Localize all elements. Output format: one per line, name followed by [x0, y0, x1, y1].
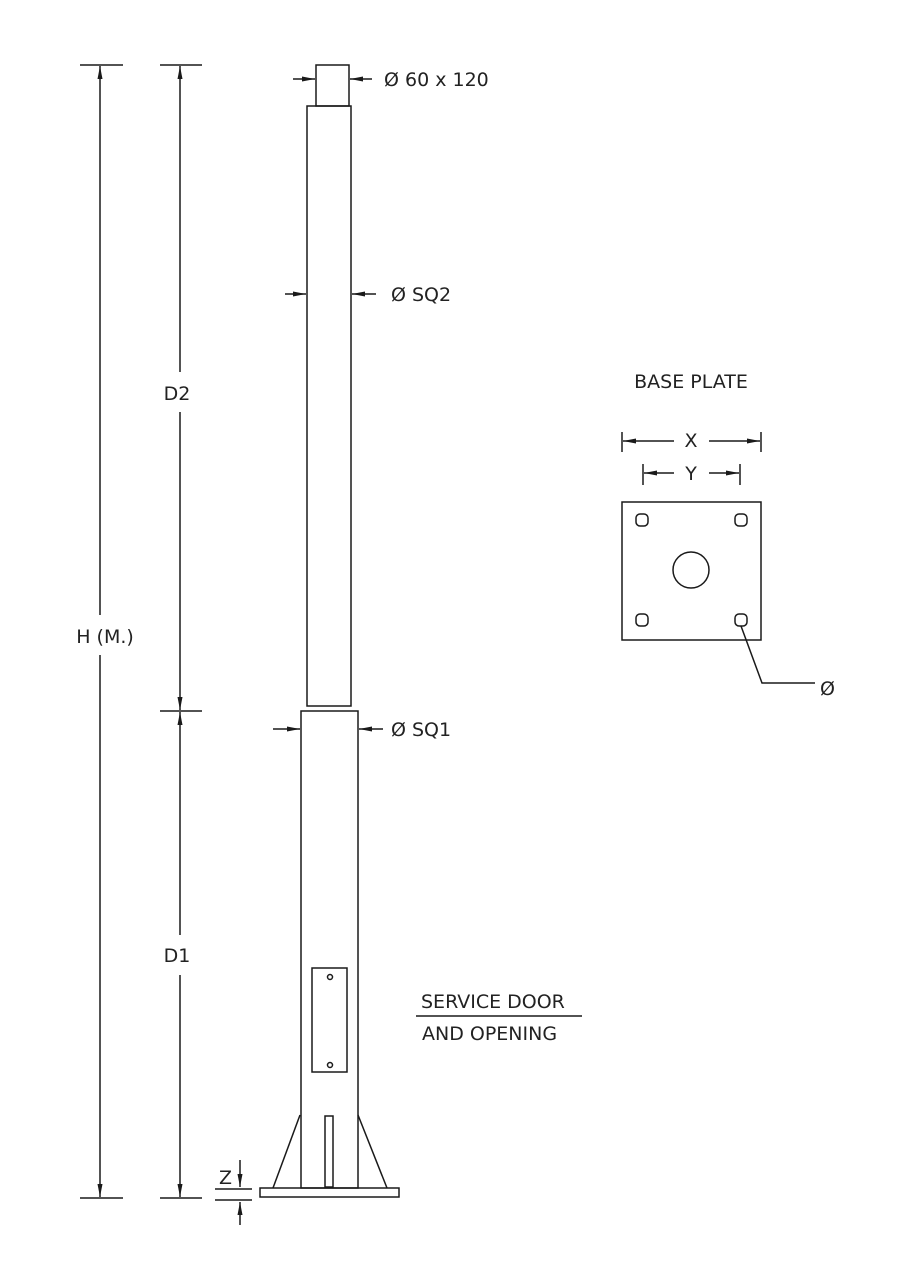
- top-spigot-label: Ø 60 x 120: [384, 69, 489, 91]
- base-plate-side: [259, 1187, 400, 1198]
- service-door-label-2: AND OPENING: [422, 1023, 557, 1045]
- upper-shaft: [306, 105, 352, 707]
- center-hole: [672, 551, 710, 589]
- base-plate-detail: BASE PLATE X Y Ø: [621, 371, 835, 700]
- bolt-hole: [734, 513, 748, 527]
- bolt-hole: [635, 513, 649, 527]
- gusset-left: [272, 1114, 301, 1189]
- upper-shaft-label: Ø SQ2: [391, 284, 451, 306]
- y-dim-label: Y: [684, 463, 697, 485]
- section-dimensions: D2 D1: [160, 64, 202, 1199]
- service-door-label-1: SERVICE DOOR: [421, 991, 565, 1013]
- gusset-right: [357, 1114, 388, 1189]
- hole-dia-label: Ø: [820, 678, 835, 700]
- d1-label: D1: [164, 945, 191, 967]
- base-plate-title: BASE PLATE: [634, 371, 748, 393]
- lower-shaft-label: Ø SQ1: [391, 719, 451, 741]
- bolt-hole: [635, 613, 649, 627]
- height-dimension: H (M.): [76, 64, 134, 1199]
- z-label: Z: [219, 1167, 232, 1189]
- bolt-hole: [734, 613, 748, 627]
- d2-label: D2: [164, 383, 191, 405]
- service-door: [311, 967, 348, 1073]
- diameter-arrows: [273, 76, 383, 732]
- x-dim-label: X: [684, 430, 697, 452]
- base-plate: [621, 501, 762, 641]
- pole: [259, 64, 400, 1198]
- cable-slot: [324, 1115, 334, 1188]
- height-label: H (M.): [76, 626, 134, 648]
- top-spigot: [315, 64, 350, 107]
- z-dimension: Z: [215, 1160, 252, 1225]
